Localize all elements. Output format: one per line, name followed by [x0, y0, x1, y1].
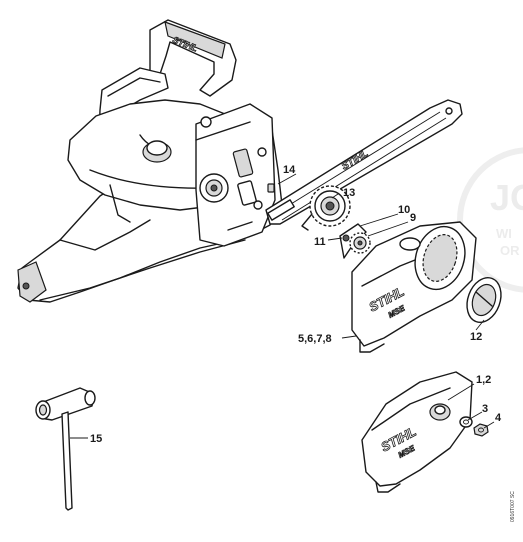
callout-12: 12: [470, 331, 482, 343]
watermark-sub-2: OR: [500, 243, 520, 258]
part-14-stud: [267, 183, 275, 193]
part-13-gear: [301, 185, 351, 231]
part-15-wrench: [35, 387, 96, 511]
watermark: JO WI OR: [457, 147, 523, 293]
drawing-code: 0916T007 SC: [510, 491, 516, 522]
callout-4: 4: [495, 412, 502, 424]
part-9-gear: [349, 232, 371, 254]
part-11-screw: [342, 234, 350, 242]
part-12-knob: [466, 277, 502, 323]
part-5678-sprocket-cover: STIHL MSE: [351, 221, 477, 353]
chainsaw-body: STIHL: [17, 19, 283, 303]
guide-bar: STIHL: [265, 99, 463, 225]
part-4-nut: [473, 423, 489, 437]
callout-11: 11: [314, 236, 326, 248]
part-12-cover: STIHL MSE: [361, 371, 473, 493]
callout-9: 9: [410, 212, 416, 224]
callout-3: 3: [482, 403, 488, 415]
callouts: 14 13 10 9 11 5,6,7,8 12 1,2 3 4 15: [90, 164, 502, 445]
leader-lines: [70, 173, 495, 439]
watermark-main: JO: [490, 177, 523, 218]
callout-13: 13: [343, 187, 355, 199]
callout-15: 15: [90, 433, 102, 445]
callout-10: 10: [398, 204, 410, 216]
callout-1-2: 1,2: [476, 374, 491, 386]
watermark-sub-1: WI: [496, 226, 512, 241]
callout-5-6-7-8: 5,6,7,8: [298, 333, 332, 345]
callout-14: 14: [283, 164, 296, 176]
